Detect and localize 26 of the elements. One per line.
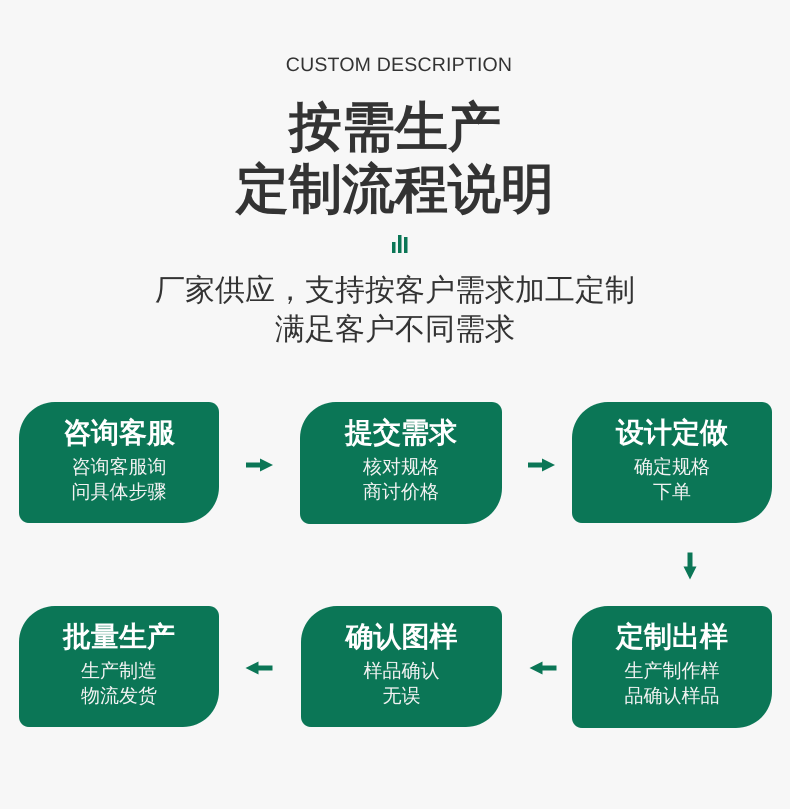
process-card bbox=[19, 402, 219, 523]
arrow bbox=[246, 662, 272, 674]
card-title: 确认图样 bbox=[346, 619, 458, 655]
card-description: 核对规格商讨价格 bbox=[362, 455, 440, 505]
card-title: 设计定做 bbox=[616, 415, 728, 451]
card-title: 咨询客服 bbox=[63, 415, 175, 451]
card-title: 批量生产 bbox=[63, 619, 175, 655]
subheading: CUSTOM DESCRIPTION bbox=[286, 53, 512, 78]
process-card bbox=[572, 402, 772, 523]
card-title: 提交需求 bbox=[345, 415, 457, 451]
process-card bbox=[572, 606, 772, 728]
card-description: 生产制造物流发货 bbox=[80, 659, 158, 709]
process-card bbox=[300, 402, 502, 524]
card-description: 确定规格下单 bbox=[633, 455, 711, 505]
card-description: 生产制作样品确认样品 bbox=[624, 659, 720, 709]
card-description: 咨询客服询问具体步骤 bbox=[70, 455, 168, 505]
card-description: 样品确认无误 bbox=[362, 659, 440, 709]
main-title: 按需生产定制流程说明 bbox=[234, 97, 555, 221]
arrow bbox=[246, 458, 273, 472]
process-card bbox=[301, 606, 502, 727]
arrow bbox=[528, 458, 555, 472]
arrow bbox=[684, 552, 696, 580]
process-card bbox=[19, 606, 219, 727]
description-text: 厂家供应，支持按客户需求加工定制满足客户不同需求 bbox=[154, 272, 636, 349]
arrow bbox=[530, 662, 556, 674]
card-title: 定制出样 bbox=[616, 619, 728, 655]
